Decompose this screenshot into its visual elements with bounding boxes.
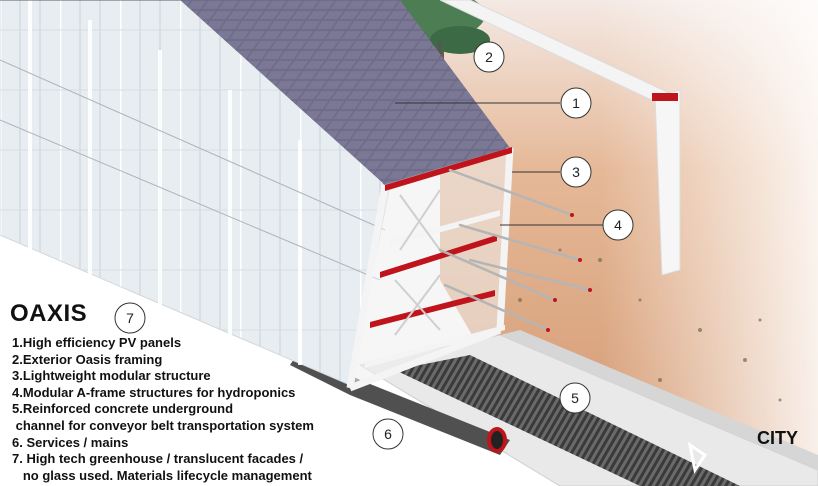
legend-item: no glass used. Materials lifecycle manag… — [12, 467, 312, 483]
callout-6: 6 — [372, 418, 404, 450]
legend-item: 2.Exterior Oasis framing — [12, 351, 163, 367]
legend-item: 7. High tech greenhouse / translucent fa… — [12, 451, 304, 467]
city-arrow-icon — [687, 441, 708, 474]
callout-1: 1 — [560, 87, 592, 119]
legend-item: 6. Services / mains — [12, 434, 129, 450]
legend-item: channel for conveyor belt transportation… — [12, 417, 314, 433]
svg-text:7: 7 — [126, 310, 134, 326]
legend-item: 5.Reinforced concrete underground — [12, 401, 234, 417]
city-label: CITY — [757, 428, 799, 448]
callout-4: 4 — [602, 209, 634, 241]
a-frame-structure — [346, 147, 592, 392]
diagram-title: OAXIS — [10, 300, 88, 327]
callout-5: 5 — [559, 382, 591, 414]
pv-roof-main — [180, 0, 510, 185]
legend: 1.High efficiency PV panels 2.Exterior O… — [12, 335, 372, 484]
concrete-channel — [358, 330, 818, 486]
svg-text:6: 6 — [384, 426, 392, 442]
callout-7: 7 — [114, 302, 146, 334]
svg-text:4: 4 — [614, 217, 622, 233]
svg-text:5: 5 — [571, 390, 579, 406]
leader-lines — [395, 102, 604, 226]
legend-item: 4.Modular A-frame structures for hydropo… — [12, 384, 296, 400]
callout-2: 2 — [473, 41, 505, 73]
legend-item: 3.Lightweight modular structure — [12, 368, 211, 384]
callout-3: 3 — [560, 156, 592, 188]
svg-text:1: 1 — [572, 95, 580, 111]
legend-item: 1.High efficiency PV panels — [12, 335, 182, 350]
svg-text:3: 3 — [572, 164, 580, 180]
svg-text:2: 2 — [485, 49, 493, 65]
